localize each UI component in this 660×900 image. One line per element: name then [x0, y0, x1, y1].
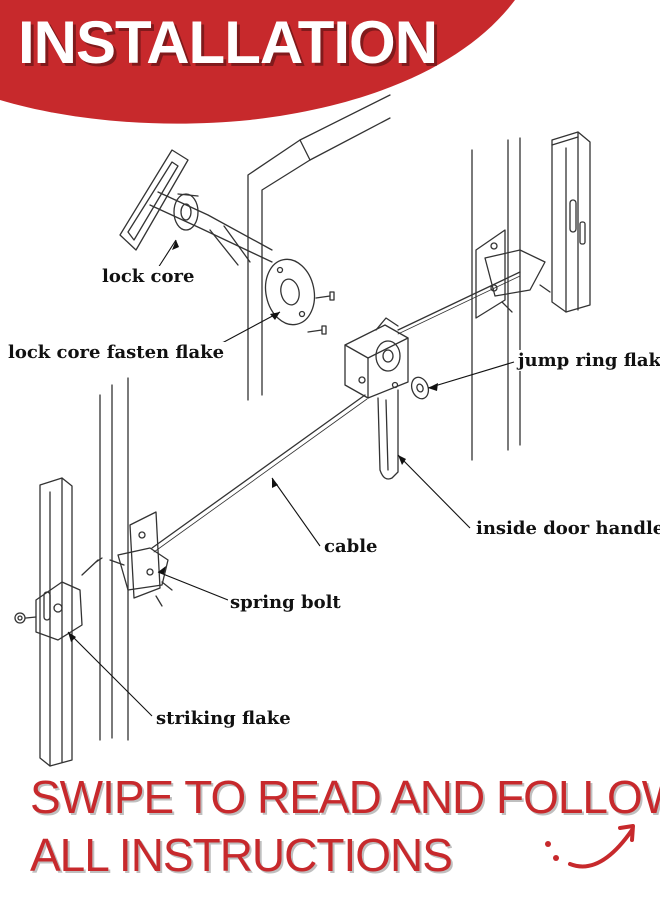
footer-line-1: SWIPE TO READ AND FOLLOW [30, 771, 660, 823]
cable-part [151, 394, 368, 553]
label-jump-ring-flake: jump ring flake [516, 350, 660, 371]
inside-door-handle-part [377, 389, 399, 480]
right-door-edges [471, 137, 521, 461]
header-banner [0, 0, 515, 124]
footer-line-2: ALL INSTRUCTIONS [30, 829, 453, 881]
label-spring-bolt: spring bolt [228, 592, 343, 613]
page-title: INSTALLATION [18, 9, 438, 76]
striking-flake-part [14, 557, 103, 641]
leader-lock-core [157, 239, 177, 269]
left-rail [39, 477, 73, 767]
leader-inside-door-handle [397, 454, 471, 529]
spring-bolt-part [109, 511, 173, 607]
right-rail [551, 131, 591, 313]
label-lock-core: lock core [100, 266, 197, 287]
right-bracket [475, 229, 551, 319]
leader-cable [271, 477, 321, 547]
lock-core-part [119, 149, 273, 266]
label-striking-flake: striking flake [154, 708, 293, 729]
label-cable: cable [322, 536, 380, 557]
jump-ring-flake-part [410, 376, 430, 400]
upper-cable [397, 271, 521, 331]
leader-spring-bolt [157, 571, 229, 601]
door-frame [247, 94, 391, 401]
label-inside-door-handle: inside door handle [474, 518, 660, 539]
left-door-edges [99, 377, 129, 741]
curved-arrow-icon[interactable] [540, 818, 640, 878]
leader-striking-flake [67, 631, 153, 717]
label-lock-core-fasten-flake: lock core fasten flake [6, 342, 227, 363]
lock-body-part [344, 317, 409, 399]
leader-jump-ring-flake [427, 361, 515, 389]
lock-core-fasten-flake-part [264, 258, 335, 335]
